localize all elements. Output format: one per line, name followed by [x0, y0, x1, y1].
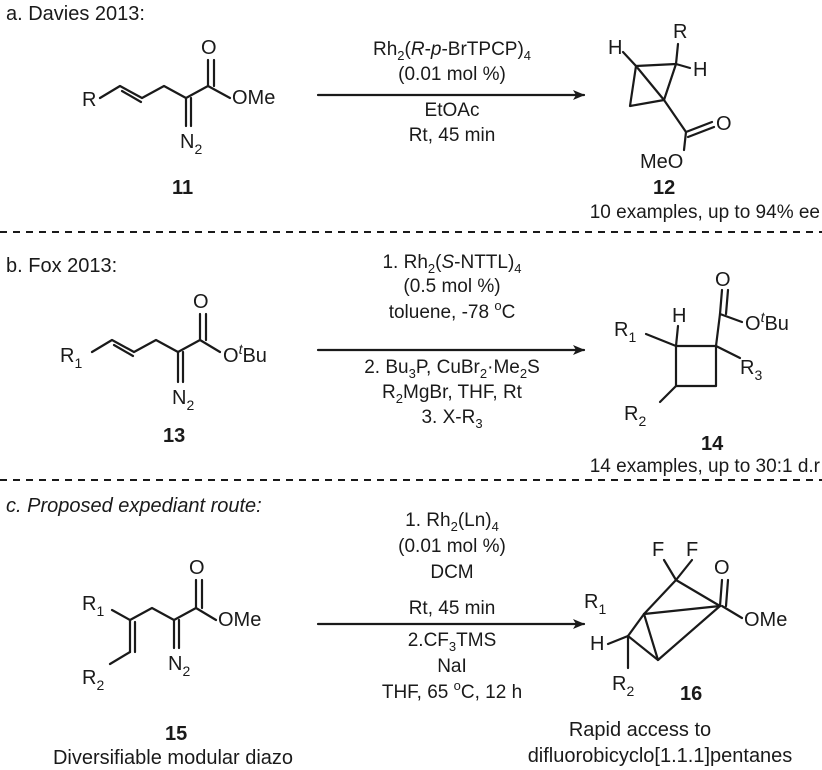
compound-14-structure: R1 H O OtBu R3 R2 — [614, 269, 789, 429]
atom-n2: N2 — [180, 131, 202, 157]
conditions-c-step1: 1. Rh2(Ln)4 — [405, 510, 499, 534]
conditions-b-step3: 3. X-R3 — [421, 407, 482, 431]
atom-o: O — [201, 37, 217, 59]
conditions-a: Rh2(R-p-BrTPCP)4 (0.01 mol %) EtOAc Rt, … — [373, 39, 531, 146]
panel-b-title: b. Fox 2013: — [6, 255, 117, 277]
conditions-c: 1. Rh2(Ln)4 (0.01 mol %) DCM Rt, 45 min … — [382, 510, 522, 703]
caption-16-line1: Rapid access to — [569, 719, 711, 741]
compound-label-16: 16 — [680, 683, 702, 705]
compound-11-structure: R O OMe N2 — [82, 37, 275, 157]
conditions-a-solvent: EtOAc — [425, 100, 480, 121]
atom-o-13: O — [193, 291, 209, 313]
compound-label-12: 12 — [653, 177, 675, 199]
caption-16-line2: difluorobicyclo[1.1.1]pentanes — [528, 745, 793, 767]
atom-r2-16: R2 — [612, 673, 634, 699]
atom-h-14: H — [672, 305, 686, 327]
atom-meo: MeO — [640, 151, 683, 173]
conditions-c-temp: THF, 65 oC, 12 h — [382, 678, 522, 703]
atom-r-top: R — [673, 21, 687, 43]
atom-r1-15: R1 — [82, 593, 104, 619]
compound-label-14: 14 — [701, 433, 724, 455]
atom-r3-14: R3 — [740, 357, 762, 383]
atom-r1-16: R1 — [584, 591, 606, 617]
conditions-b-grignard: R2MgBr, THF, Rt — [382, 382, 523, 406]
compound-12-structure: H R H O MeO — [608, 21, 732, 173]
caption-15: Diversifiable modular diazo — [53, 747, 293, 769]
atom-r2-14: R2 — [624, 403, 646, 429]
atom-r: R — [82, 89, 96, 111]
conditions-b-step2: 2. Bu3P, CuBr2·Me2S — [364, 357, 540, 381]
conditions-b-step1: 1. Rh2(S-NTTL)4 — [382, 252, 521, 276]
atom-ome: OMe — [232, 87, 275, 109]
atom-o-14: O — [715, 269, 731, 291]
atom-o-15: O — [189, 557, 205, 579]
atom-f1: F — [652, 539, 664, 561]
conditions-c-time: Rt, 45 min — [409, 598, 496, 619]
atom-o-product: O — [716, 113, 732, 135]
atom-n2-13: N2 — [172, 387, 194, 413]
atom-otbu-14: OtBu — [745, 309, 789, 335]
conditions-c-solvent: DCM — [430, 562, 473, 583]
compound-15-structure: R1 O OMe N2 R2 — [82, 557, 261, 693]
conditions-c-loading: (0.01 mol %) — [398, 536, 506, 557]
panel-c-title: c. Proposed expediant route: — [6, 495, 262, 517]
conditions-a-time: Rt, 45 min — [409, 125, 496, 146]
atom-r1-14: R1 — [614, 319, 636, 345]
compound-label-11: 11 — [172, 177, 193, 199]
conditions-c-additive: NaI — [437, 656, 467, 677]
atom-h-16: H — [590, 633, 604, 655]
atom-r2-15: R2 — [82, 667, 104, 693]
panel-a: a. Davies 2013: R O OMe N2 11 Rh2(R-p-Br… — [6, 3, 820, 223]
atom-ome-16: OMe — [744, 609, 787, 631]
footnote-b: 14 examples, up to 30:1 d.r — [590, 456, 821, 477]
conditions-b-loading: (0.5 mol %) — [403, 276, 500, 297]
conditions-a-loading: (0.01 mol %) — [398, 64, 506, 85]
atom-ome-15: OMe — [218, 609, 261, 631]
panel-c: c. Proposed expediant route: R1 O OMe N2… — [6, 495, 792, 769]
atom-h-left: H — [608, 37, 622, 59]
atom-f2: F — [686, 539, 698, 561]
panel-a-title: a. Davies 2013: — [6, 3, 145, 25]
compound-13-structure: R1 O OtBu N2 — [60, 291, 267, 413]
atom-h-right: H — [693, 59, 707, 81]
atom-n2-15: N2 — [168, 653, 190, 679]
footnote-a: 10 examples, up to 94% ee — [590, 202, 820, 223]
atom-r1: R1 — [60, 345, 82, 371]
conditions-b-temp: toluene, -78 oC — [389, 298, 516, 323]
atom-o-16: O — [714, 557, 730, 579]
conditions-b: 1. Rh2(S-NTTL)4 (0.5 mol %) toluene, -78… — [364, 252, 540, 431]
conditions-a-catalyst: Rh2(R-p-BrTPCP)4 — [373, 39, 531, 63]
atom-otbu: OtBu — [223, 341, 267, 367]
compound-label-13: 13 — [163, 425, 185, 447]
compound-label-15: 15 — [165, 723, 187, 745]
compound-16-structure: F F O OMe R1 H R2 — [584, 539, 787, 699]
conditions-c-step2: 2.CF3TMS — [408, 630, 497, 654]
panel-b: b. Fox 2013: R1 O OtBu N2 13 — [6, 252, 821, 477]
